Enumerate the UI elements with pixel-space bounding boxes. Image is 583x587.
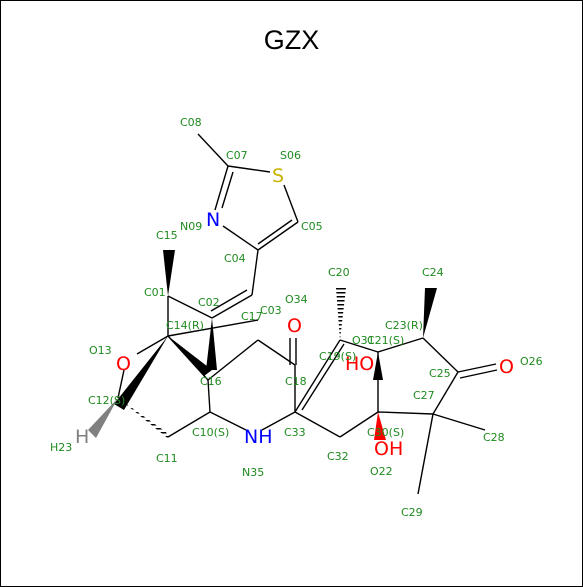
atom-label: C17: [241, 310, 263, 323]
atom-o34: O: [287, 315, 302, 337]
atom-label: O31: [352, 334, 375, 347]
hash-c19-c20: [336, 288, 346, 340]
bond-c21-c23: [377, 337, 424, 353]
atom-label: C20: [328, 266, 350, 279]
bond-c04-n09: [222, 225, 259, 251]
atom-s06: S: [272, 165, 284, 187]
atom-label: C18: [285, 375, 307, 388]
bond-c05-c04-inner: [257, 219, 293, 245]
atom-label: C03: [260, 304, 282, 317]
wedge-c23-c24: [423, 288, 437, 338]
atom-label: C12(S): [88, 394, 125, 407]
atom-n09: N: [206, 209, 220, 231]
atom-o13: O: [116, 353, 131, 375]
wedge-c01-c15: [163, 250, 175, 296]
atom-label: C28: [483, 431, 505, 444]
bond-c02-c01: [167, 295, 213, 319]
bond-c25-c27: [432, 371, 459, 415]
atom-o26: O: [499, 356, 514, 378]
atom-label: C33: [284, 426, 306, 439]
bond-c33-c19-inner: [301, 343, 345, 411]
bond-c17-c18: [257, 339, 296, 366]
bond-c23-c25: [422, 337, 459, 373]
bond-c14-o13: [136, 335, 169, 355]
atom-label: C29: [401, 506, 423, 519]
bond-c07-s06: [227, 165, 271, 173]
wedge-c21-o31: [373, 352, 383, 380]
diagram-title: GZX: [263, 25, 320, 55]
bond-c03-c02: [211, 294, 253, 319]
wedge-c02-c17: [206, 318, 217, 370]
atom-label: C07: [226, 149, 248, 162]
atom-label: C05: [301, 220, 323, 233]
bond-c05-c04: [257, 221, 299, 251]
atom-label: C16: [200, 375, 222, 388]
atom-label: C11: [156, 452, 178, 465]
bond-c16-c10: [207, 379, 211, 413]
bond-c27-c29: [417, 413, 434, 495]
wedge-c14-c12: [114, 336, 168, 410]
atom-n35: NH: [244, 426, 273, 448]
bond-c33-c19: [294, 339, 341, 413]
atom-o22: OH: [374, 438, 403, 460]
bond-c11-c10: [167, 411, 211, 438]
atom-o31: HO: [345, 353, 374, 375]
bond-n09-c07-inner: [221, 171, 234, 209]
atom-label: H23: [50, 441, 72, 454]
bond-o13-c12: [117, 369, 125, 399]
atom-h23: H: [75, 426, 89, 448]
bond-n35-c33: [261, 411, 296, 431]
bond-c10-n35: [209, 411, 247, 431]
stereo-bonds: [88, 250, 437, 440]
bond-c19-c21: [339, 339, 379, 353]
atom-label: N35: [242, 466, 264, 479]
bond-c25-o26: [457, 363, 497, 373]
bond-c25-o26-inner: [459, 369, 498, 379]
wedge-c12-h23: [88, 398, 118, 438]
atom-label: O13: [89, 344, 112, 357]
bond-n09-c07: [214, 165, 229, 211]
atom-label: N09: [180, 220, 202, 233]
atom-label: C15: [156, 229, 178, 242]
atom-label: O22: [370, 465, 393, 478]
atom-label: C25: [429, 367, 451, 380]
atom-label: O26: [520, 355, 543, 368]
atom-label: C01: [144, 286, 166, 299]
bond-c27-c28: [432, 413, 486, 431]
atom-label: C19(S): [319, 350, 356, 363]
atom-label: C32: [327, 450, 349, 463]
bond-c03-c02-inner: [210, 289, 248, 312]
atom-label: O34: [285, 293, 308, 306]
atom-label: C27: [413, 389, 435, 402]
atom-label: C21(S): [367, 334, 404, 347]
atom-label: C23(R): [385, 319, 423, 332]
atom-labels: C08 C07 S06 N09 C05 C15 C04 C01 C02 C03 …: [50, 116, 543, 519]
atom-label: C30(S): [367, 426, 404, 439]
atom-label: C04: [224, 252, 246, 265]
atom-label: C10(S): [192, 426, 229, 439]
bond-c33-c32: [294, 411, 341, 438]
atom-label: S06: [280, 149, 301, 162]
bond-s06-c05: [283, 184, 299, 223]
hash-c12-c11: [118, 398, 170, 440]
bond-c27-c30: [377, 411, 434, 415]
bond-c04-c03: [251, 249, 259, 296]
bond-c16-c17: [207, 339, 259, 381]
wedge-c14-c16: [168, 336, 212, 376]
atom-label: C02: [198, 296, 220, 309]
wedge-c30-o22: [374, 412, 386, 440]
atom-label: C14(R): [166, 319, 204, 332]
heteroatom-symbols: S N O O HO OH O NH H: [75, 165, 514, 460]
bond-c14-c17: [167, 319, 259, 337]
bond-c32-c30: [339, 411, 379, 438]
atom-label: C08: [180, 116, 202, 129]
bond-c08-c07: [197, 133, 229, 167]
atom-label: C24: [422, 266, 444, 279]
bonds: [117, 133, 498, 495]
